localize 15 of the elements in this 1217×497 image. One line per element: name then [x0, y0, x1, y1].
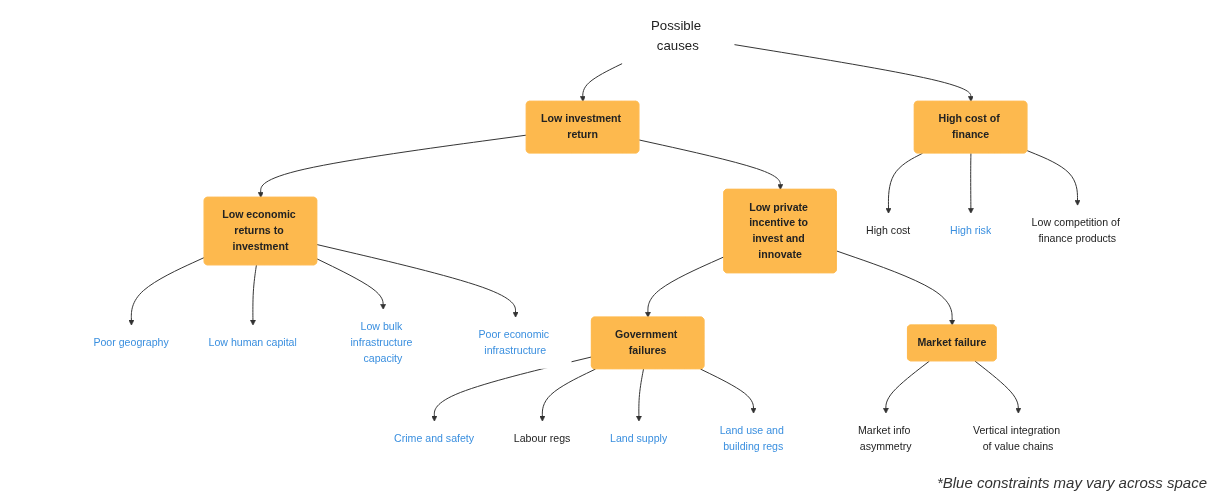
node-text: Poor geography — [93, 336, 169, 349]
node-text: Low bulk infrastructure capacity — [350, 321, 413, 365]
footnote: *Blue constraints may vary across space — [936, 474, 1207, 491]
node-text: Low human capital — [208, 336, 297, 349]
node-text: Market info asymmetry — [857, 424, 912, 453]
node-text: Low competition of finance products — [1031, 217, 1120, 245]
node-text: Labour regs — [513, 432, 571, 445]
node-text: High cost — [866, 225, 911, 237]
node-text: Land use and building regs — [719, 424, 784, 453]
flowchart: Possible causes Low investment return High cost of finance Low economic returns to investment Low private incentive to invest and innovate Poor geography Low human capital Low bulk infrastructure capacity Poor economic infrastructure Government failures Market failure Crime and safety Labour regs Land supply Land use and building regs Market info asymmetry Vertical integration of value chains High cost High risk Low competition of finance products — [0, 0, 1217, 470]
node-text: Land supply — [610, 432, 668, 445]
node-text: Crime and safety — [394, 432, 475, 445]
node-text: High risk — [949, 225, 992, 237]
node-text: Possible causes — [650, 17, 702, 53]
node-text: Vertical integration of value chains — [973, 424, 1061, 453]
